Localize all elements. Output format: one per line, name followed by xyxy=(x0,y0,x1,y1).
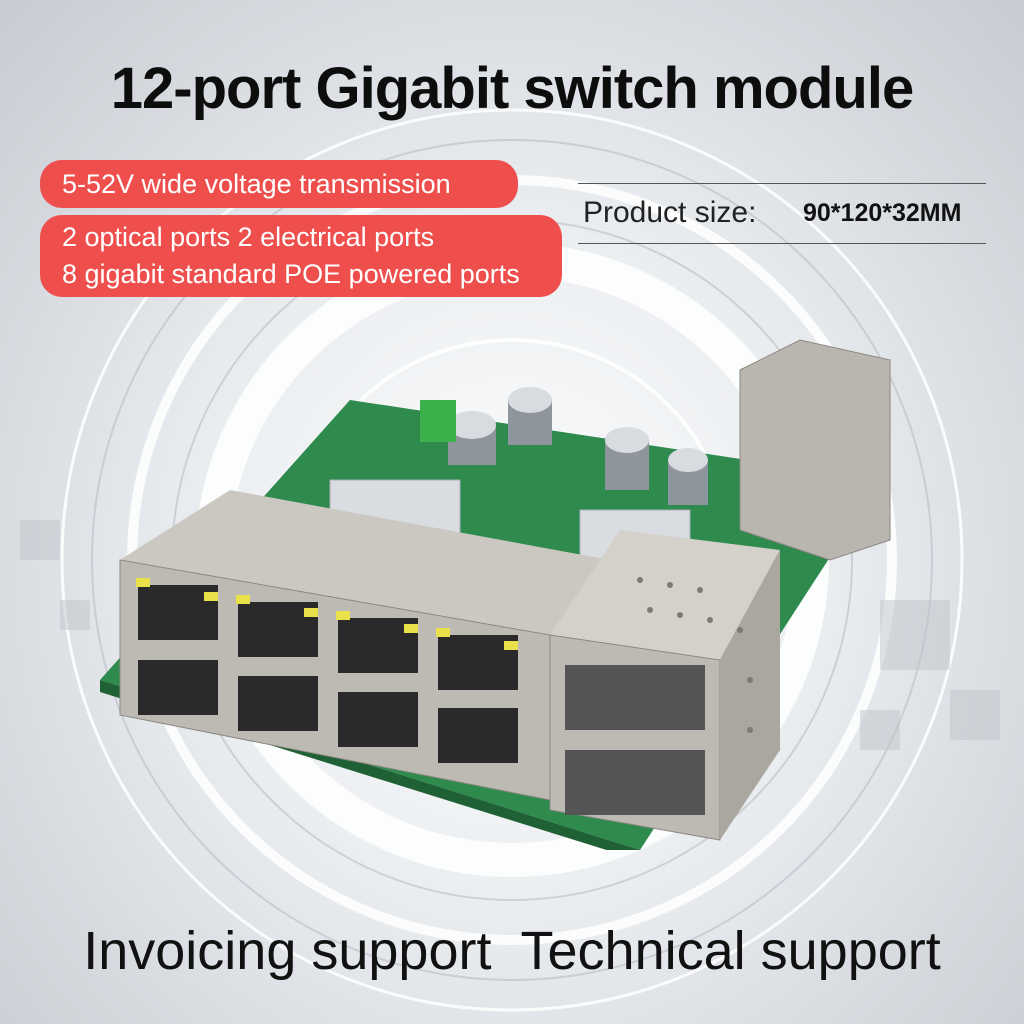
capacitors xyxy=(448,387,708,505)
divider-bottom xyxy=(578,243,986,244)
feature-ports-line: 2 optical ports 2 electrical ports xyxy=(62,222,435,252)
led-indicators xyxy=(136,578,518,650)
rj45-single xyxy=(739,339,891,561)
divider-top xyxy=(578,183,986,184)
page-title: 12-port Gigabit switch module xyxy=(110,56,914,121)
power-terminal xyxy=(420,400,456,442)
feature-badge-voltage: 5-52V wide voltage transmission xyxy=(40,160,518,208)
size-label: Product size: xyxy=(583,196,757,229)
switch-module-photo xyxy=(100,339,891,850)
size-value: 90*120*32MM xyxy=(803,199,962,227)
footer-tagline: Invoicing support Technical support xyxy=(83,921,941,981)
feature-poe-line: 8 gigabit standard POE powered ports xyxy=(62,259,520,289)
feature-badge-ports: 2 optical ports 2 electrical ports 8 gig… xyxy=(40,215,562,297)
sfp-ports xyxy=(565,665,705,815)
